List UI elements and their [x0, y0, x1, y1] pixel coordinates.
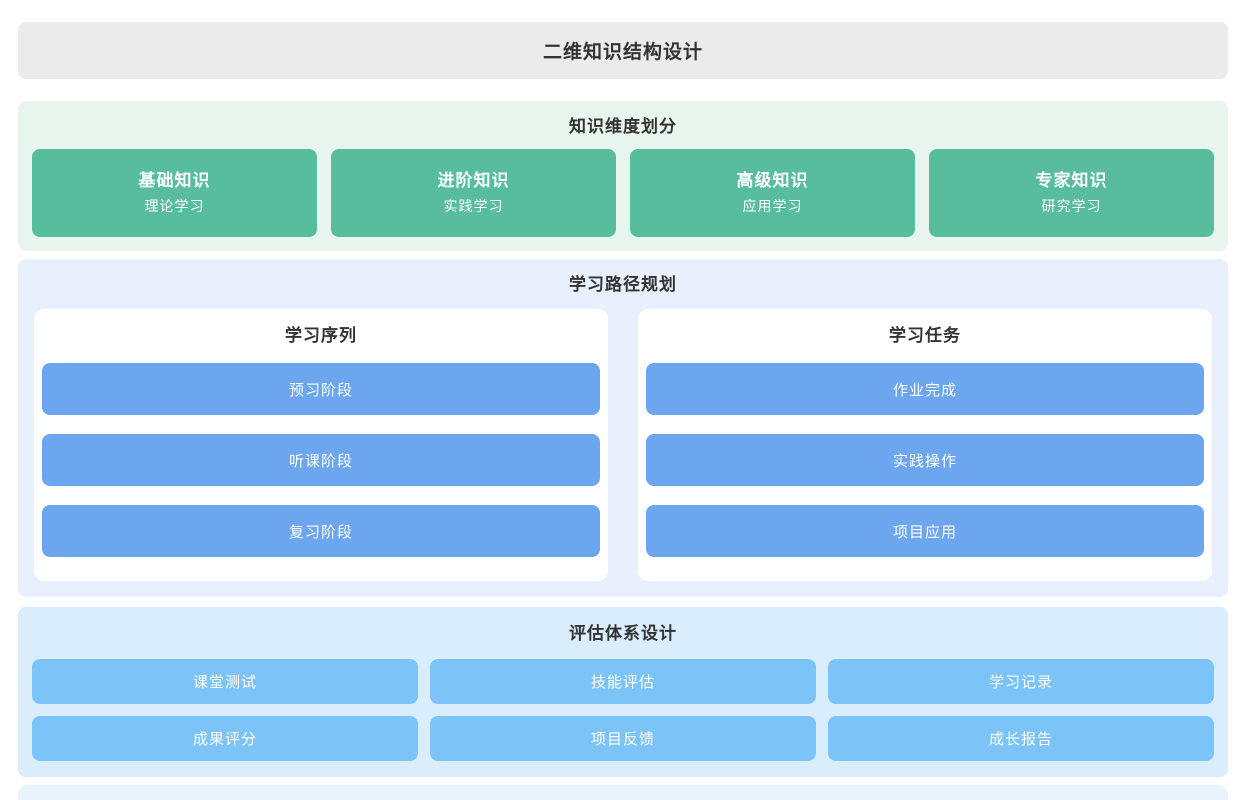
knowledge-dimension-section: 知识维度划分 基础知识 理论学习 进阶知识 实践学习 高级知识 应用学习 专家知…	[18, 101, 1228, 251]
knowledge-card-senior[interactable]: 高级知识 应用学习	[630, 149, 915, 237]
learning-sequence-panel: 学习序列 预习阶段 听课阶段 复习阶段	[34, 309, 608, 581]
eval-item-growth-report[interactable]: 成长报告	[828, 716, 1214, 761]
task-item-homework[interactable]: 作业完成	[646, 363, 1204, 415]
knowledge-card-subtitle: 应用学习	[742, 198, 803, 214]
stage-item-lecture[interactable]: 听课阶段	[42, 434, 600, 486]
knowledge-card-title: 进阶知识	[437, 171, 510, 190]
evaluation-system-section: 评估体系设计 课堂测试 技能评估 学习记录 成果评分 项目反馈 成长报告	[18, 607, 1228, 777]
evaluation-section-heading: 评估体系设计	[569, 624, 677, 643]
page-title-bar: 二维知识结构设计	[18, 22, 1228, 79]
eval-item-result-score[interactable]: 成果评分	[32, 716, 418, 761]
knowledge-card-expert[interactable]: 专家知识 研究学习	[929, 149, 1214, 237]
learning-sequence-list: 预习阶段 听课阶段 复习阶段	[42, 363, 600, 557]
learning-sequence-heading: 学习序列	[285, 326, 357, 345]
path-panel-row: 学习序列 预习阶段 听课阶段 复习阶段 学习任务 作业完成 实践操作 项目应用	[34, 309, 1212, 581]
path-section-heading: 学习路径规划	[569, 275, 677, 294]
knowledge-section-heading: 知识维度划分	[569, 117, 677, 136]
learning-task-list: 作业完成 实践操作 项目应用	[646, 363, 1204, 557]
eval-item-skill-assessment[interactable]: 技能评估	[430, 659, 816, 704]
stage-item-review[interactable]: 复习阶段	[42, 505, 600, 557]
learning-path-section: 学习路径规划 学习序列 预习阶段 听课阶段 复习阶段 学习任务 作业完成 实践操…	[18, 259, 1228, 597]
task-item-practice[interactable]: 实践操作	[646, 434, 1204, 486]
task-item-project[interactable]: 项目应用	[646, 505, 1204, 557]
knowledge-card-title: 高级知识	[736, 171, 809, 190]
evaluation-grid: 课堂测试 技能评估 学习记录 成果评分 项目反馈 成长报告	[32, 659, 1214, 761]
knowledge-card-title: 专家知识	[1035, 171, 1108, 190]
eval-item-project-feedback[interactable]: 项目反馈	[430, 716, 816, 761]
knowledge-card-advanced[interactable]: 进阶知识 实践学习	[331, 149, 616, 237]
eval-item-class-test[interactable]: 课堂测试	[32, 659, 418, 704]
stage-item-preview[interactable]: 预习阶段	[42, 363, 600, 415]
page-title: 二维知识结构设计	[542, 42, 703, 63]
next-section-top-edge	[18, 785, 1228, 800]
learning-task-panel: 学习任务 作业完成 实践操作 项目应用	[638, 309, 1212, 581]
knowledge-card-subtitle: 实践学习	[443, 198, 504, 214]
learning-task-heading: 学习任务	[889, 326, 961, 345]
knowledge-card-basic[interactable]: 基础知识 理论学习	[32, 149, 317, 237]
knowledge-card-subtitle: 理论学习	[144, 198, 205, 214]
eval-item-learning-record[interactable]: 学习记录	[828, 659, 1214, 704]
knowledge-card-row: 基础知识 理论学习 进阶知识 实践学习 高级知识 应用学习 专家知识 研究学习	[32, 149, 1214, 237]
knowledge-card-subtitle: 研究学习	[1041, 198, 1102, 214]
knowledge-card-title: 基础知识	[138, 171, 211, 190]
